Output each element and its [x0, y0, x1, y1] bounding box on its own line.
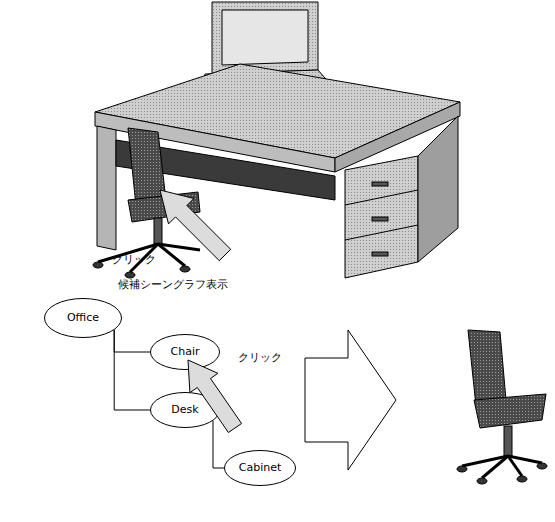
scene-node: Cabinet [224, 450, 296, 486]
click-label: クリック [112, 252, 156, 267]
graph-link [213, 421, 224, 468]
node-label: Chair [171, 346, 200, 358]
node-label: Desk [171, 404, 198, 416]
click-pointer [160, 190, 231, 261]
section-caption: 候補シーングラフ表示 [118, 277, 228, 292]
click-label: クリック [238, 350, 282, 365]
graph-link [114, 330, 150, 410]
transition-arrow [305, 330, 396, 470]
node-label: Cabinet [239, 462, 282, 474]
scene-node: Desk [150, 392, 220, 428]
scene-node: Office [44, 298, 122, 338]
scene-node: Chair [150, 334, 220, 370]
node-label: Office [67, 312, 99, 324]
desk [95, 64, 460, 278]
graph-link [114, 330, 150, 352]
selected-chair [457, 330, 547, 484]
